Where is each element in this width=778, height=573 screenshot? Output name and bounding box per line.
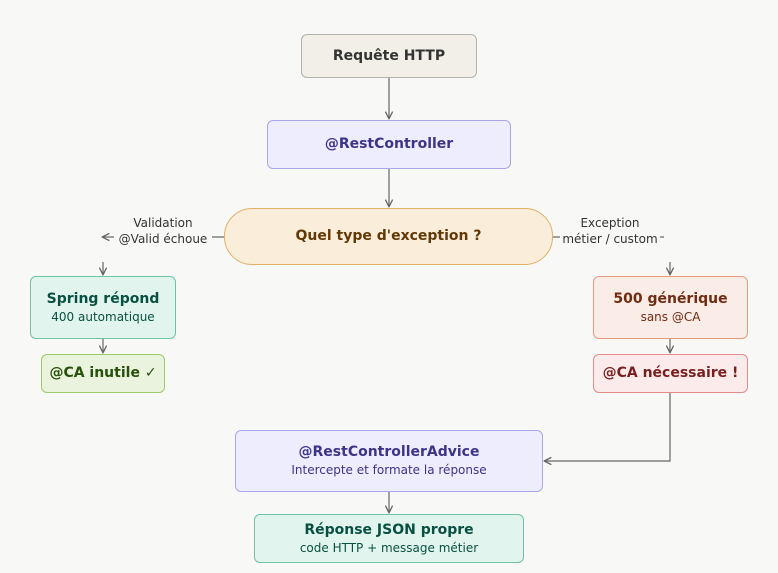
node-decision-title: Quel type d'exception ?	[295, 228, 482, 245]
node-spring-title: Spring répond	[46, 290, 160, 307]
node-request: Requête HTTP	[301, 34, 477, 78]
node-ca-needed-title: @CA nécessaire !	[602, 365, 739, 382]
node-advice-title: @RestControllerAdvice	[298, 444, 480, 461]
node-spring: Spring répond 400 automatique	[30, 276, 176, 339]
node-ca-useless: @CA inutile ✓	[41, 354, 165, 393]
node-generic500: 500 générique sans @CA	[593, 276, 748, 339]
edge-label-exception: Exception métier / custom	[558, 216, 662, 247]
node-advice: @RestControllerAdvice Intercepte et form…	[235, 430, 543, 492]
node-ca-useless-title: @CA inutile ✓	[49, 365, 157, 382]
node-response-title: Réponse JSON propre	[304, 521, 474, 538]
edge-label-exception-line2: métier / custom	[562, 231, 658, 246]
node-response-sub: code HTTP + message métier	[299, 540, 479, 555]
node-request-title: Requête HTTP	[332, 47, 446, 64]
node-generic500-sub: sans @CA	[640, 309, 701, 324]
node-controller-title: @RestController	[324, 136, 454, 153]
node-advice-sub: Intercepte et formate la réponse	[291, 463, 487, 478]
node-controller: @RestController	[267, 120, 511, 169]
edge-label-exception-line1: Exception	[580, 216, 640, 230]
node-decision: Quel type d'exception ?	[224, 208, 553, 265]
edge-label-validation: Validation @Valid échoue	[114, 216, 212, 247]
node-ca-needed: @CA nécessaire !	[593, 354, 748, 393]
node-generic500-title: 500 générique	[613, 290, 728, 307]
node-spring-sub: 400 automatique	[51, 309, 155, 324]
edge-label-validation-line1: Validation	[133, 216, 193, 230]
edge-label-validation-line2: @Valid échoue	[118, 231, 208, 246]
arrow-ca-needed-to-advice	[543, 393, 671, 466]
node-response: Réponse JSON propre code HTTP + message …	[254, 514, 524, 563]
